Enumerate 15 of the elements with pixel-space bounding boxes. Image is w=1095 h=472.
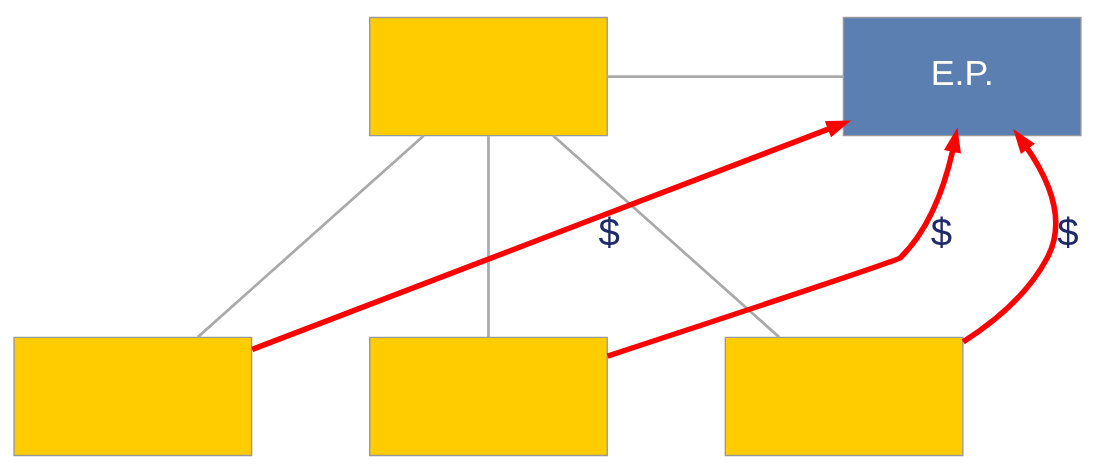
connector — [487, 135, 490, 337]
arrow — [606, 127, 961, 359]
connector — [607, 74, 844, 78]
node-box — [724, 336, 964, 456]
connector — [552, 134, 781, 338]
edge-label: $ — [1057, 210, 1079, 254]
edge-label: $ — [930, 210, 953, 254]
arrow — [251, 119, 852, 352]
arrow — [961, 128, 1059, 344]
connector — [196, 134, 425, 338]
edge-label: $ — [598, 210, 620, 254]
node-box — [13, 336, 253, 456]
node-box: E.P. — [842, 16, 1082, 136]
node-box — [369, 336, 608, 456]
node-box — [369, 16, 608, 136]
